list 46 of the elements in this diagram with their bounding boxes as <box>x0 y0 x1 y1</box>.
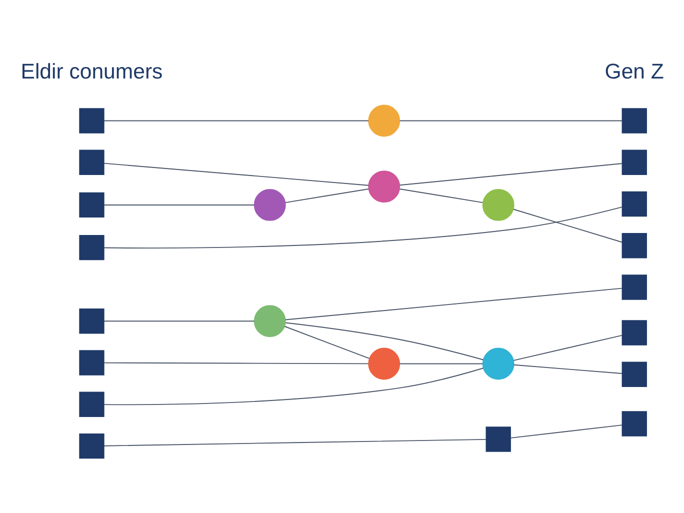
node-circle <box>368 104 400 136</box>
node-circle <box>254 188 286 220</box>
node-box <box>79 192 104 218</box>
connector <box>104 204 255 205</box>
node-box <box>79 108 104 133</box>
connector <box>285 322 484 360</box>
connector <box>104 162 369 186</box>
connector <box>399 162 623 186</box>
label: Eldir conumers <box>20 59 163 84</box>
connector <box>513 334 623 360</box>
node-box <box>79 350 104 375</box>
node-box <box>79 391 104 416</box>
label: Gen Z <box>604 59 664 84</box>
connector <box>399 188 484 203</box>
connector <box>512 208 623 242</box>
node-box <box>79 432 104 458</box>
node-box <box>79 149 104 174</box>
connector <box>513 364 622 374</box>
node-circle <box>254 304 286 337</box>
connector <box>510 424 622 438</box>
node-box <box>622 149 647 174</box>
node-box <box>79 234 104 260</box>
node-box <box>622 232 647 258</box>
connector <box>285 287 622 320</box>
connector <box>399 362 484 364</box>
connector <box>104 320 255 322</box>
connector <box>103 438 486 446</box>
node-box <box>622 410 647 436</box>
node-circle <box>482 347 514 380</box>
node-box <box>622 190 647 216</box>
connector <box>103 367 484 405</box>
node-box <box>622 320 647 345</box>
connector <box>104 206 622 248</box>
connector <box>104 120 369 121</box>
connector <box>104 362 369 364</box>
node-circle <box>368 347 400 380</box>
node-box <box>622 361 647 386</box>
connector <box>399 120 623 121</box>
node-box <box>486 426 511 452</box>
node-circle <box>482 188 514 220</box>
node-box <box>79 308 104 334</box>
connector <box>284 325 370 358</box>
connector <box>285 188 369 203</box>
node-box <box>622 108 647 133</box>
node-circle <box>368 170 400 202</box>
node-box <box>622 274 647 300</box>
